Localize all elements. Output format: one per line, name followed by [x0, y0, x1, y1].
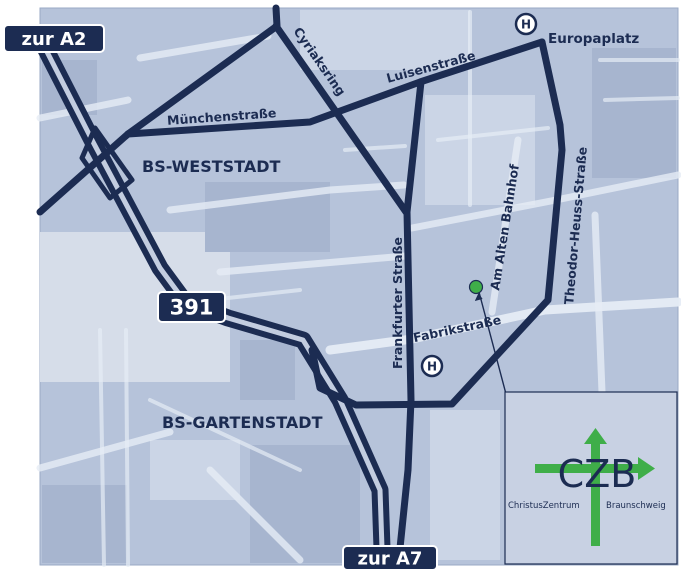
- shield-box: [3, 24, 105, 53]
- cross-horizontal-bar: [535, 464, 640, 473]
- shield-zur-a7: zur A7: [342, 545, 438, 571]
- am-alten-bahnhof-road: [488, 136, 522, 316]
- map-block: [240, 340, 295, 400]
- map-block: [592, 48, 676, 178]
- shield-label: zur A2: [22, 29, 87, 50]
- bus-stop-icon: H: [514, 12, 538, 36]
- bus-stop-symbol: H: [521, 18, 531, 32]
- logo-acronym: CZB: [558, 452, 637, 496]
- road-cyriaksring: [272, 22, 410, 216]
- shield-zur-a2: zur A2: [3, 24, 105, 53]
- minor-street: [166, 181, 408, 214]
- road-muenchen-luisenstrasse: [124, 38, 546, 138]
- minor-street: [36, 428, 174, 472]
- cross-arrow-right: [638, 457, 655, 480]
- cross-arrows-icon: [535, 428, 655, 546]
- bus-stop-circle: [514, 12, 538, 36]
- map-block: [250, 445, 360, 563]
- road-west: [36, 130, 132, 216]
- minor-street: [136, 32, 272, 62]
- street-label-frankfurter-strasse: Frankfurter Straße: [390, 237, 405, 369]
- logo-name-right: Braunschweig: [606, 501, 666, 511]
- minor-street: [206, 466, 304, 564]
- minor-street: [216, 252, 409, 276]
- shield-box: [157, 291, 226, 323]
- minor-street: [343, 144, 407, 152]
- fabrikstrasse-road: [325, 297, 681, 355]
- district-label-gartenstadt: BS-GARTENSTADT: [162, 413, 323, 432]
- cross-vertical-bar: [591, 440, 600, 546]
- pointer-line: [478, 291, 507, 395]
- cross-arrow-up: [584, 428, 607, 444]
- czb-logo: CZB ChristusZentrum Braunschweig: [504, 391, 678, 565]
- logo-name-left: ChristusZentrum: [508, 501, 580, 511]
- map-block: [430, 410, 500, 560]
- road-frankfurter-strasse: [396, 78, 425, 552]
- minor-street: [591, 211, 606, 396]
- shield-label: zur A7: [358, 549, 423, 570]
- minor-street: [436, 126, 550, 142]
- map-block: [150, 440, 240, 500]
- motorway-interchange: [79, 125, 135, 201]
- location-dot-icon: [468, 279, 484, 295]
- motorway-a391: [34, 38, 391, 549]
- map-blocks: [40, 10, 676, 563]
- bus-stop-icon: H: [420, 354, 444, 378]
- bus-stop-circle: [420, 354, 444, 378]
- district-label-weststadt: BS-WESTSTADT: [142, 157, 281, 176]
- minor-street: [603, 96, 680, 102]
- shield-box: [342, 545, 438, 571]
- shield-391: 391: [157, 291, 226, 323]
- bus-stop-symbol: H: [427, 360, 437, 374]
- motorway-median: [39, 40, 385, 549]
- map-block: [42, 485, 127, 563]
- map-block: [300, 10, 470, 70]
- main-roads: [36, 4, 566, 552]
- place-label-europaplatz: Europaplatz: [548, 31, 639, 47]
- shield-label: 391: [170, 296, 214, 320]
- minor-street: [148, 398, 302, 472]
- pointer-arrowhead: [474, 293, 483, 301]
- road-theodor-heuss-ring: [308, 38, 566, 409]
